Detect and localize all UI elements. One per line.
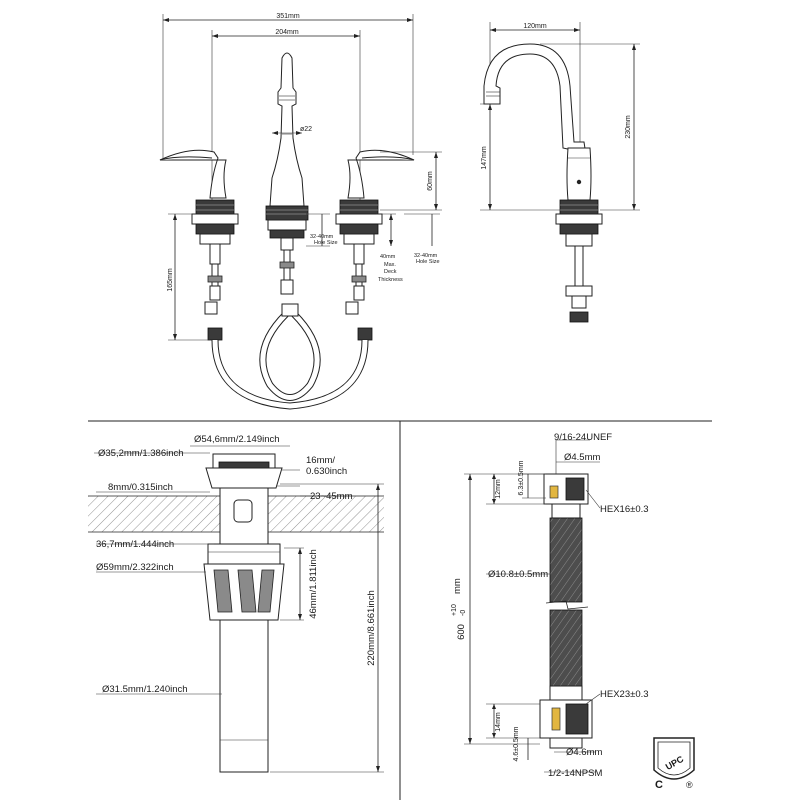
hole-size-left-caption: Hole Size — [314, 240, 338, 246]
right-handle — [335, 149, 415, 341]
drain-flange-height-label: 16mm/ — [306, 455, 335, 466]
deck-thickness: 40mm Max. Deck Thickness — [376, 213, 403, 283]
hole-size-right-caption: Hole Size — [416, 259, 440, 265]
dim-supply-length: 165mm — [167, 213, 210, 341]
hole-size-right: 32-40mm Hole Size — [404, 213, 440, 265]
drain-lip-thickness-label: 8mm/0.315inch — [108, 482, 173, 493]
hose-length-tol-plus: +10 — [451, 604, 458, 616]
hole-size-left: 32-40mm Hole Size — [306, 213, 338, 247]
faucet-side-view: 120mm 147mm 230mm — [480, 22, 640, 323]
cupc-mark-text: UPC — [664, 754, 686, 772]
drain-flange-height-inch-label: 0.630inch — [306, 466, 347, 477]
hose-length-tol-minus: -0 — [460, 610, 467, 616]
drain-neck-diameter-label: Ø35,2mm/1.386inch — [98, 448, 184, 459]
dim-supply-length-label: 165mm — [167, 268, 174, 292]
deck-thickness-caption-1: Max. — [384, 262, 396, 268]
drain-tailpiece — [219, 619, 269, 773]
spout: ø22 — [265, 52, 312, 295]
dim-overall-width-label: 351mm — [276, 13, 300, 20]
hose-length-label: 600 — [456, 624, 467, 640]
drain-cap-diameter-label: Ø54,6mm/2.149inch — [194, 434, 280, 445]
dim-total-height-label: 230mm — [625, 115, 632, 139]
hose-bore-top-label: Ø4.5mm — [564, 452, 601, 463]
hose-thread-top-label: 9/16-24UNEF — [554, 432, 612, 443]
hose-nut-offset-top-label: 6.3±0.5mm — [518, 460, 525, 495]
hose-nut-length-top-label: 12mm — [495, 479, 502, 499]
left-handle — [159, 149, 239, 341]
hole-size-right-value: 32-40mm — [414, 253, 438, 259]
drain-total-length-label: 220mm/8.661inch — [366, 590, 377, 666]
hose-braid-upper — [549, 517, 583, 603]
hose-bore-bottom-label: Ø4.6mm — [566, 747, 603, 758]
spout-diameter-label: ø22 — [300, 126, 312, 133]
hose-diameter-label: Ø10.8±0.5mm — [488, 569, 548, 580]
dim-handle-height-label: 60mm — [427, 171, 434, 191]
cupc-c-letter: C — [655, 779, 663, 791]
hose-hex-top-label: HEX16±0.3 — [600, 504, 649, 515]
faucet-front-view: 351mm 204mm ø22 — [159, 13, 442, 410]
cupc-registered: ® — [686, 780, 693, 790]
drain-nut-height-label: 46mm/1.811inch — [308, 549, 319, 619]
hose-nut-offset-bottom-label: 4.6±0.5mm — [513, 726, 520, 761]
cupc-certification-mark: UPC C ® — [653, 737, 695, 791]
hose-length-dimension: 600 +10 -0 mm — [451, 578, 467, 640]
hose-thread-bottom-label: 1/2-14NPSM — [548, 768, 602, 779]
hose-nut-length-bottom-label: 14mm — [495, 712, 502, 732]
deck-thickness-caption-3: Thickness — [378, 277, 403, 283]
dim-spout-height: 147mm — [480, 103, 560, 211]
hose-view: 9/16-24UNEF Ø4.5mm 12mm 6.3±0.5mm HEX16±… — [451, 432, 695, 791]
hose-braid-lower — [549, 609, 583, 687]
deck-thickness-caption-2: Deck — [384, 269, 397, 275]
dim-overall-width: 351mm — [162, 13, 414, 160]
dim-spout-height-label: 147mm — [481, 146, 488, 170]
connecting-hoses — [204, 301, 369, 410]
drain-body-diameter-label: 36,7mm/1.444inch — [96, 539, 174, 550]
deck-thickness-value: 40mm — [380, 254, 396, 260]
dim-total-height: 230mm — [540, 43, 640, 211]
drain-tail-diameter-label: Ø31.5mm/1.240inch — [102, 684, 188, 695]
dim-reach-label: 120mm — [523, 23, 547, 30]
drain-nut-diameter-label: Ø59mm/2.322inch — [96, 562, 174, 573]
drain-view: Ø54,6mm/2.149inch Ø35,2mm/1.386inch 16mm… — [88, 434, 384, 773]
dim-handle-height: 60mm — [380, 151, 442, 211]
hose-length-unit: mm — [452, 578, 463, 594]
dim-center-spread-label: 204mm — [275, 29, 299, 36]
hose-hex-bottom-label: HEX23±0.3 — [600, 689, 649, 700]
hole-size-left-value: 32-40mm — [310, 234, 334, 240]
drain-deck-range-label: 23~45mm — [310, 491, 353, 502]
